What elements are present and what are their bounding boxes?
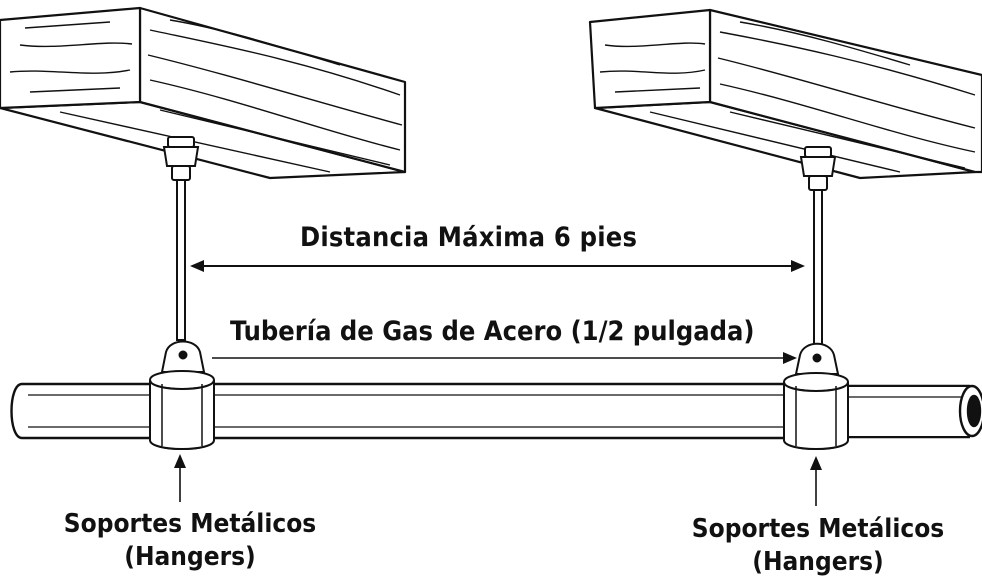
left-clamp-front xyxy=(149,379,215,450)
right-clamp-front xyxy=(783,381,849,450)
right-hanger-label: Soportes Metálicos (Hangers) xyxy=(688,513,948,579)
left-hanger-label-line2: (Hangers) xyxy=(124,542,256,572)
right-wood-joist xyxy=(588,8,982,180)
left-wood-joist xyxy=(0,6,407,180)
left-hanger-label: Soportes Metálicos (Hangers) xyxy=(60,508,320,574)
distance-label: Distancia Máxima 6 pies xyxy=(300,222,638,253)
right-hanger-label-line1: Soportes Metálicos xyxy=(691,514,945,544)
steel-gas-pipe xyxy=(10,382,982,440)
pipe-label: Tubería de Gas de Acero (1/2 pulgada) xyxy=(230,316,755,347)
left-hanger-label-line1: Soportes Metálicos xyxy=(63,509,317,539)
right-hanger-label-line2: (Hangers) xyxy=(752,547,884,577)
